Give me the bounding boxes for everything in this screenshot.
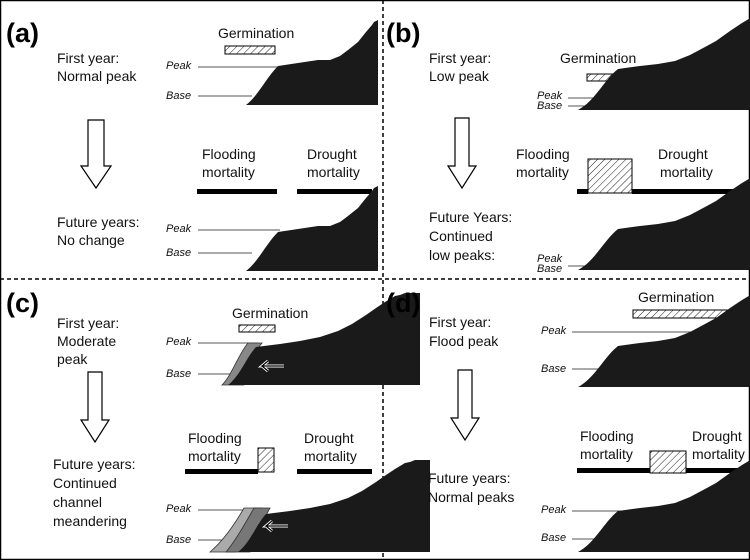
panel-c-drought-line2: mortality [304,448,357,464]
panel-c-future-line1: Future years: [53,456,135,472]
panel-c-future-line3: channel [53,494,102,510]
panel-b-drought-bar [632,189,750,194]
panel-d: (d) First year: Flood peak Germination P… [386,288,750,552]
panel-d-flooding-hatched-box [649,450,687,474]
panel-c-peak-label: Peak [166,336,192,348]
panel-b: (b) First year: Low peak Germination Pea… [386,13,750,275]
panel-d-germination-label: Germination [638,289,714,305]
panel-a-letter: (a) [6,18,39,48]
panel-d-peak-label: Peak [541,325,567,337]
panel-a-drought-line2: mortality [307,164,360,180]
panel-c-erosion-arrow-1-outline [260,360,284,372]
panel-b-future-line2: Continued [429,228,493,244]
panel-a-future-peak-label: Peak [166,223,192,235]
panel-d-future-line2: Normal peaks [428,489,514,505]
panel-d-flooding-line1: Flooding [580,428,634,444]
panel-c: (c) First year: Moderate peak Germinatio… [6,288,430,553]
panel-b-drought-line1: Drought [658,146,708,162]
panel-c-down-arrow-icon [79,371,111,444]
panel-c-first-year-line2: Moderate [57,333,116,349]
panel-b-future-line3: low peaks: [429,247,495,263]
panel-b-drought-line2: mortality [660,164,713,180]
panel-a-down-arrow-icon [79,119,113,190]
panel-d-first-year-line2: Flood peak [429,333,499,349]
panel-d-drought-line2: mortality [692,446,745,462]
panel-b-future-peak-label: Peak [537,253,563,265]
panel-a-drought-line1: Drought [307,146,357,162]
panel-a-first-year-line1: First year: [57,50,119,66]
panel-c-flooding-line2: mortality [188,448,241,464]
panel-c-erosion-arrow-2-outline [264,520,288,532]
panel-a-germination-bar [224,45,276,55]
panel-b-flooding-bar [577,189,588,194]
panel-b-future-base-label: Base [537,263,562,275]
panel-b-flooding-hatched-box [587,158,633,194]
panel-b-down-arrow-icon [446,117,478,190]
panel-c-flooding-hatched-box [257,447,275,473]
panel-c-flooding-bar [185,469,258,474]
panel-c-future-line4: meandering [53,513,127,529]
panel-a-future-base-label: Base [166,247,191,259]
panel-a-peak-label: Peak [166,60,192,72]
panel-d-letter: (d) [386,288,420,318]
panel-d-first-year-line1: First year: [429,314,491,330]
panel-c-first-year-line1: First year: [57,315,119,331]
panel-d-base-label: Base [541,363,566,375]
panel-d-future-base-label: Base [541,532,566,544]
panel-b-first-year-line2: Low peak [429,68,490,84]
panel-d-flooding-bar [577,468,650,473]
panel-d-flooding-line2: mortality [580,446,633,462]
panel-a-first-year-line2: Normal peak [57,68,137,84]
panel-b-peak-label: Peak [537,90,563,102]
panel-b-first-year-line1: First year: [429,50,491,66]
panel-b-germination-label: Germination [560,50,636,66]
panel-a-flooding-bar [197,189,277,194]
panel-c-first-year-line3: peak [57,351,88,367]
panel-c-drought-line1: Drought [304,430,354,446]
panel-d-germination-bar [632,309,731,319]
panel-c-germination-bar [238,324,276,333]
panel-c-future-peak-label: Peak [166,503,192,515]
panel-d-drought-bar [686,468,750,473]
panel-a: (a) First year: Normal peak Germination … [6,18,378,271]
panel-d-future-line1: Future years: [428,470,510,486]
panel-a-germination-label: Germination [218,25,294,41]
panel-a-flooding-line1: Flooding [202,146,256,162]
panel-c-germination-label: Germination [232,305,308,321]
panel-c-drought-bar [297,469,372,474]
panel-a-flooding-line2: mortality [202,164,255,180]
panel-a-future-line2: No change [57,232,125,248]
panel-b-flooding-line2: mortality [516,164,569,180]
panel-d-down-arrow-icon [449,369,481,442]
panel-b-letter: (b) [386,18,420,48]
panel-c-letter: (c) [6,288,39,318]
panel-b-flooding-line1: Flooding [516,146,570,162]
panel-d-drought-line1: Drought [692,428,742,444]
panel-d-future-peak-label: Peak [541,504,567,516]
panel-c-flooding-line1: Flooding [188,430,242,446]
panel-c-future-base-label: Base [166,534,191,546]
panel-a-future-line1: Future years: [57,214,139,230]
panel-c-future-line2: Continued [53,475,117,491]
panel-a-drought-bar [297,189,372,194]
panel-b-bank-2 [530,173,750,270]
panel-b-base-label: Base [537,100,562,112]
panel-a-base-label: Base [166,90,191,102]
panel-c-base-label: Base [166,368,191,380]
panel-b-future-line1: Future Years: [429,209,512,225]
